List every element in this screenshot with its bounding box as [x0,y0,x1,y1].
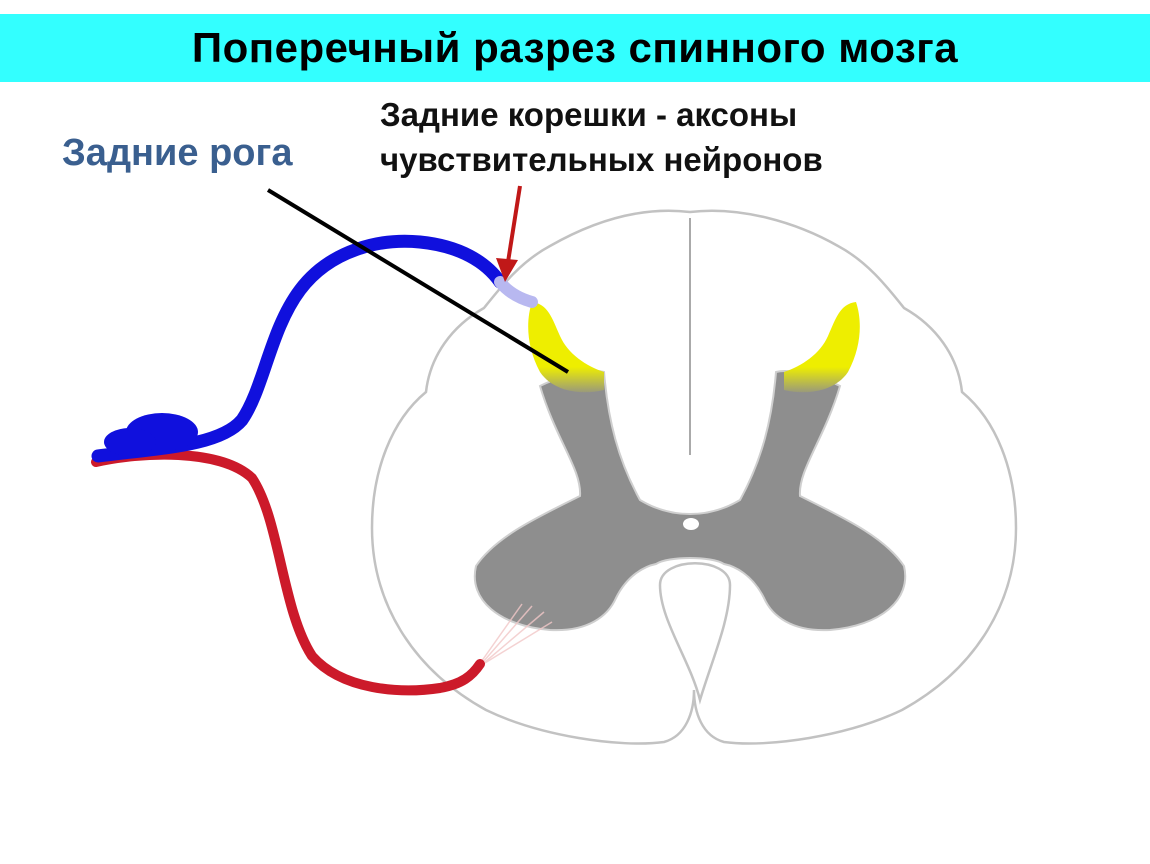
title-bar: Поперечный разрез спинного мозга [0,14,1150,82]
sensory-root-entry [494,276,538,308]
left-dorsal-horn [528,302,604,393]
dorsal-horn-pointer [266,188,570,374]
gray-matter [473,370,907,632]
dorsal-root-arrow-head [496,258,518,282]
motor-neuron-axon [91,449,485,696]
dorsal-roots-label-line1: Задние корешки - аксоны [380,96,798,133]
dorsal-root-arrow-shaft [506,185,522,263]
dorsal-horns-label: Задние рога [62,132,293,174]
right-dorsal-horn [784,302,860,393]
sensory-neuron-axon [91,234,507,463]
spinal-ganglion-base [104,428,156,456]
dorsal-roots-label: Задние корешки - аксоны чувствительных н… [380,92,823,182]
central-canal [683,518,699,530]
dorsal-roots-label-line2: чувствительных нейронов [380,141,823,178]
ventral-fissure [658,562,732,705]
slide-title: Поперечный разрез спинного мозга [191,24,959,71]
